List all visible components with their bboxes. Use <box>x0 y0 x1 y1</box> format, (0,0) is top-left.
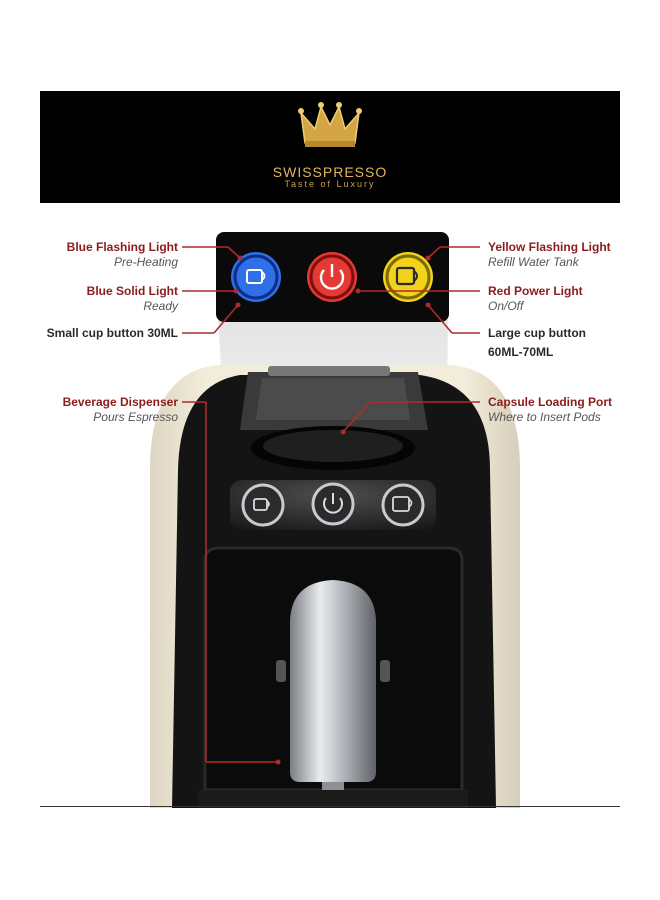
label-large-cup: Large cup button 60ML-70ML <box>488 326 586 359</box>
red-power-light <box>307 252 357 302</box>
blue-light-button <box>231 252 281 302</box>
label-beverage-dispenser: Beverage Dispenser Pours Espresso <box>62 395 178 424</box>
machine-cup-small-button <box>241 483 285 527</box>
label-red-power: Red Power Light On/Off <box>488 284 583 313</box>
yellow-light-button <box>383 252 433 302</box>
label-blue-solid: Blue Solid Light Ready <box>86 284 178 313</box>
label-small-cup: Small cup button 30ML <box>46 326 178 340</box>
machine-power-button <box>311 482 355 526</box>
crown-logo <box>298 102 362 147</box>
brand-tagline: Taste of Luxury <box>284 179 376 189</box>
label-yellow-flashing: Yellow Flashing Light Refill Water Tank <box>488 240 611 269</box>
machine-cup-large-button <box>381 483 425 527</box>
label-capsule-port: Capsule Loading Port Where to Insert Pod… <box>488 395 613 424</box>
brand-name: SWISSPRESSO <box>272 164 388 180</box>
label-blue-flashing: Blue Flashing Light Pre-Heating <box>66 240 178 269</box>
brand-banner: SWISSPRESSO Taste of Luxury <box>40 91 620 203</box>
baseline-divider <box>40 806 620 807</box>
